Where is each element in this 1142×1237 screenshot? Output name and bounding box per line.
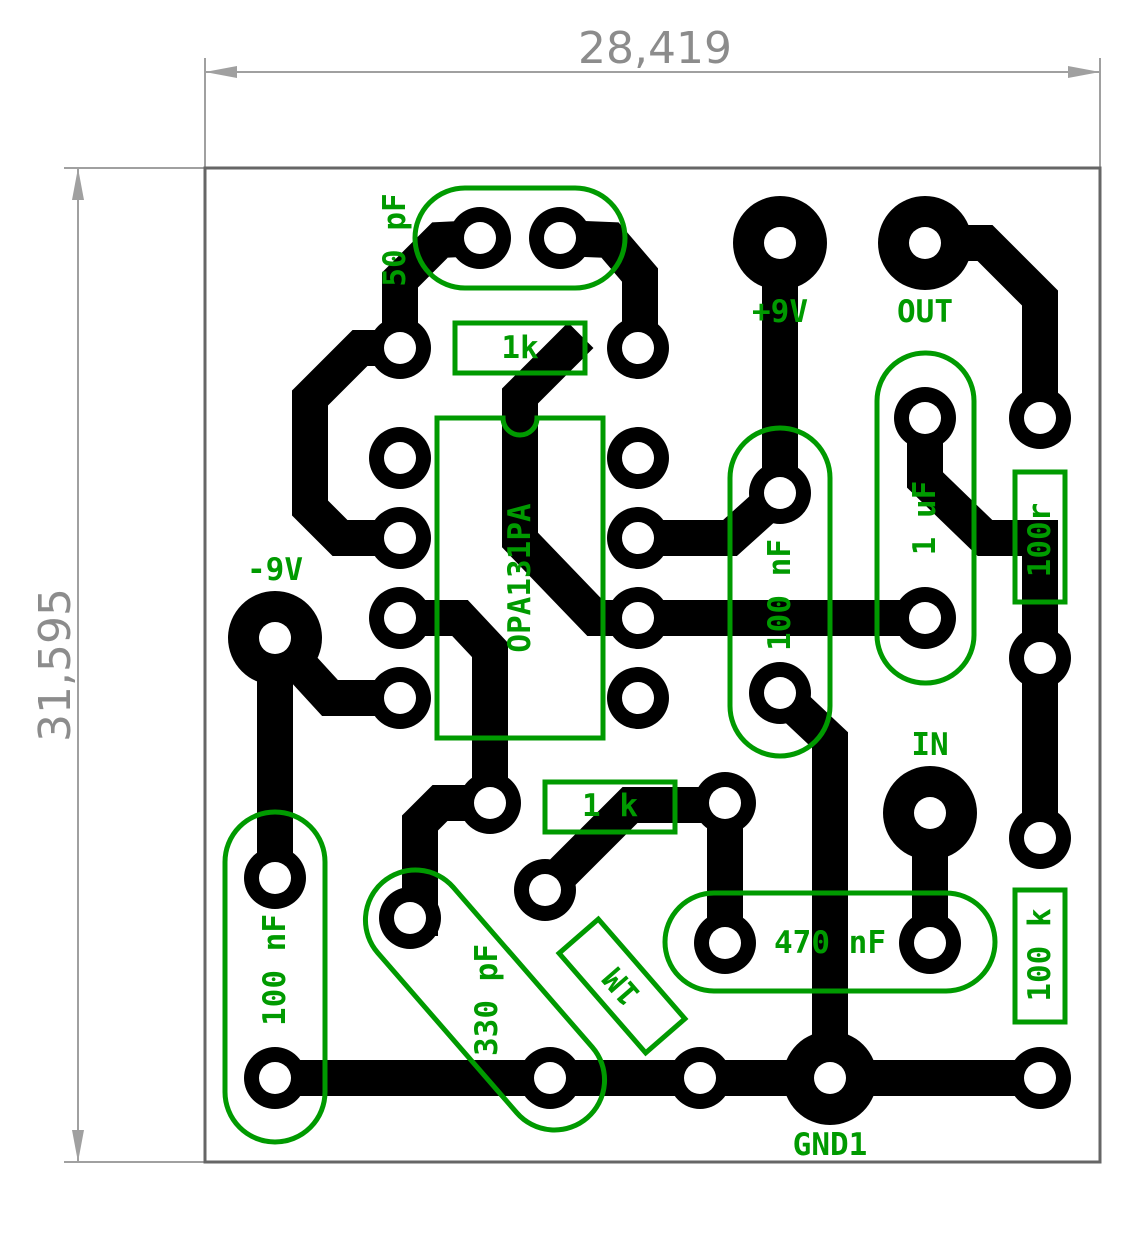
label-gnd: GND1 — [793, 1127, 868, 1163]
drill-hole — [384, 332, 416, 364]
drill-hole — [544, 222, 576, 254]
drill-hole — [622, 682, 654, 714]
drill-hole — [622, 332, 654, 364]
drill-hole — [259, 622, 291, 654]
drill-hole — [384, 442, 416, 474]
pads — [228, 196, 1071, 1125]
drill-hole — [464, 222, 496, 254]
c-50pf-outline — [412, 185, 628, 291]
drill-hole — [814, 1062, 846, 1094]
ic-outline — [434, 415, 606, 741]
drill-hole — [709, 787, 741, 819]
drill-hole — [764, 677, 796, 709]
drill-hole — [684, 1062, 716, 1094]
dimension-width: 28,419 — [204, 23, 1101, 168]
drill-hole — [259, 862, 291, 894]
label-50pf: 50 pF — [377, 193, 413, 286]
drill-hole — [529, 874, 561, 906]
drill-hole — [622, 442, 654, 474]
board-outline — [203, 166, 1102, 1164]
drill-hole — [764, 477, 796, 509]
label-ic: OPA131PA — [502, 503, 538, 653]
drill-hole — [909, 402, 941, 434]
drill-hole — [764, 227, 796, 259]
height-value: 31,595 — [30, 588, 81, 742]
c-330pf-outline — [362, 867, 608, 1133]
r-100r-outline — [1012, 469, 1068, 605]
label-in: IN — [911, 727, 948, 763]
drill-hole — [914, 927, 946, 959]
drill-hole — [384, 602, 416, 634]
drill-hole — [709, 927, 741, 959]
drill-hole — [534, 1062, 566, 1094]
c-1uf-outline — [874, 350, 977, 686]
drill-hole — [384, 522, 416, 554]
drill-hole — [622, 602, 654, 634]
label-1k-top: 1k — [501, 330, 539, 366]
label-330pf: 330 pF — [469, 944, 505, 1056]
label-vplus: +9V — [752, 294, 808, 330]
r-1k-bottom-outline — [542, 779, 678, 835]
drill-hole — [914, 797, 946, 829]
drill-hole — [384, 682, 416, 714]
label-vminus: -9V — [247, 552, 303, 588]
c-470nf-outline — [662, 890, 998, 994]
width-value: 28,419 — [578, 23, 732, 74]
c-100nf-left-outline — [222, 809, 328, 1145]
drill-hole — [909, 227, 941, 259]
drill-hole — [394, 902, 426, 934]
r-1k-top-outline — [452, 320, 588, 376]
drill-hole — [474, 787, 506, 819]
r-1m-outline — [555, 915, 689, 1057]
drill-hole — [1024, 402, 1056, 434]
label-100r: 100r — [1022, 503, 1058, 578]
drill-hole — [1024, 822, 1056, 854]
label-1k-bottom: 1 k — [582, 788, 638, 824]
label-out: OUT — [897, 294, 953, 330]
silkscreen: 50 pF 1k OPA131PA +9V OUT 100 nF 1 uF 10… — [222, 185, 1068, 1163]
label-100nf-left: 100 nF — [257, 914, 293, 1026]
drill-hole — [259, 1062, 291, 1094]
label-470nf: 470 nF — [774, 925, 886, 961]
drill-hole — [622, 522, 654, 554]
r-100k-outline — [1012, 887, 1068, 1025]
drill-hole — [909, 602, 941, 634]
c-100nf-right-outline — [727, 425, 833, 759]
drill-hole — [1024, 1062, 1056, 1094]
label-100k: 100 k — [1022, 908, 1058, 1002]
label-100nf-right: 100 nF — [762, 539, 798, 651]
drill-hole — [1024, 642, 1056, 674]
dimension-height: 31,595 — [30, 167, 205, 1163]
label-1uf: 1 uF — [907, 481, 943, 556]
